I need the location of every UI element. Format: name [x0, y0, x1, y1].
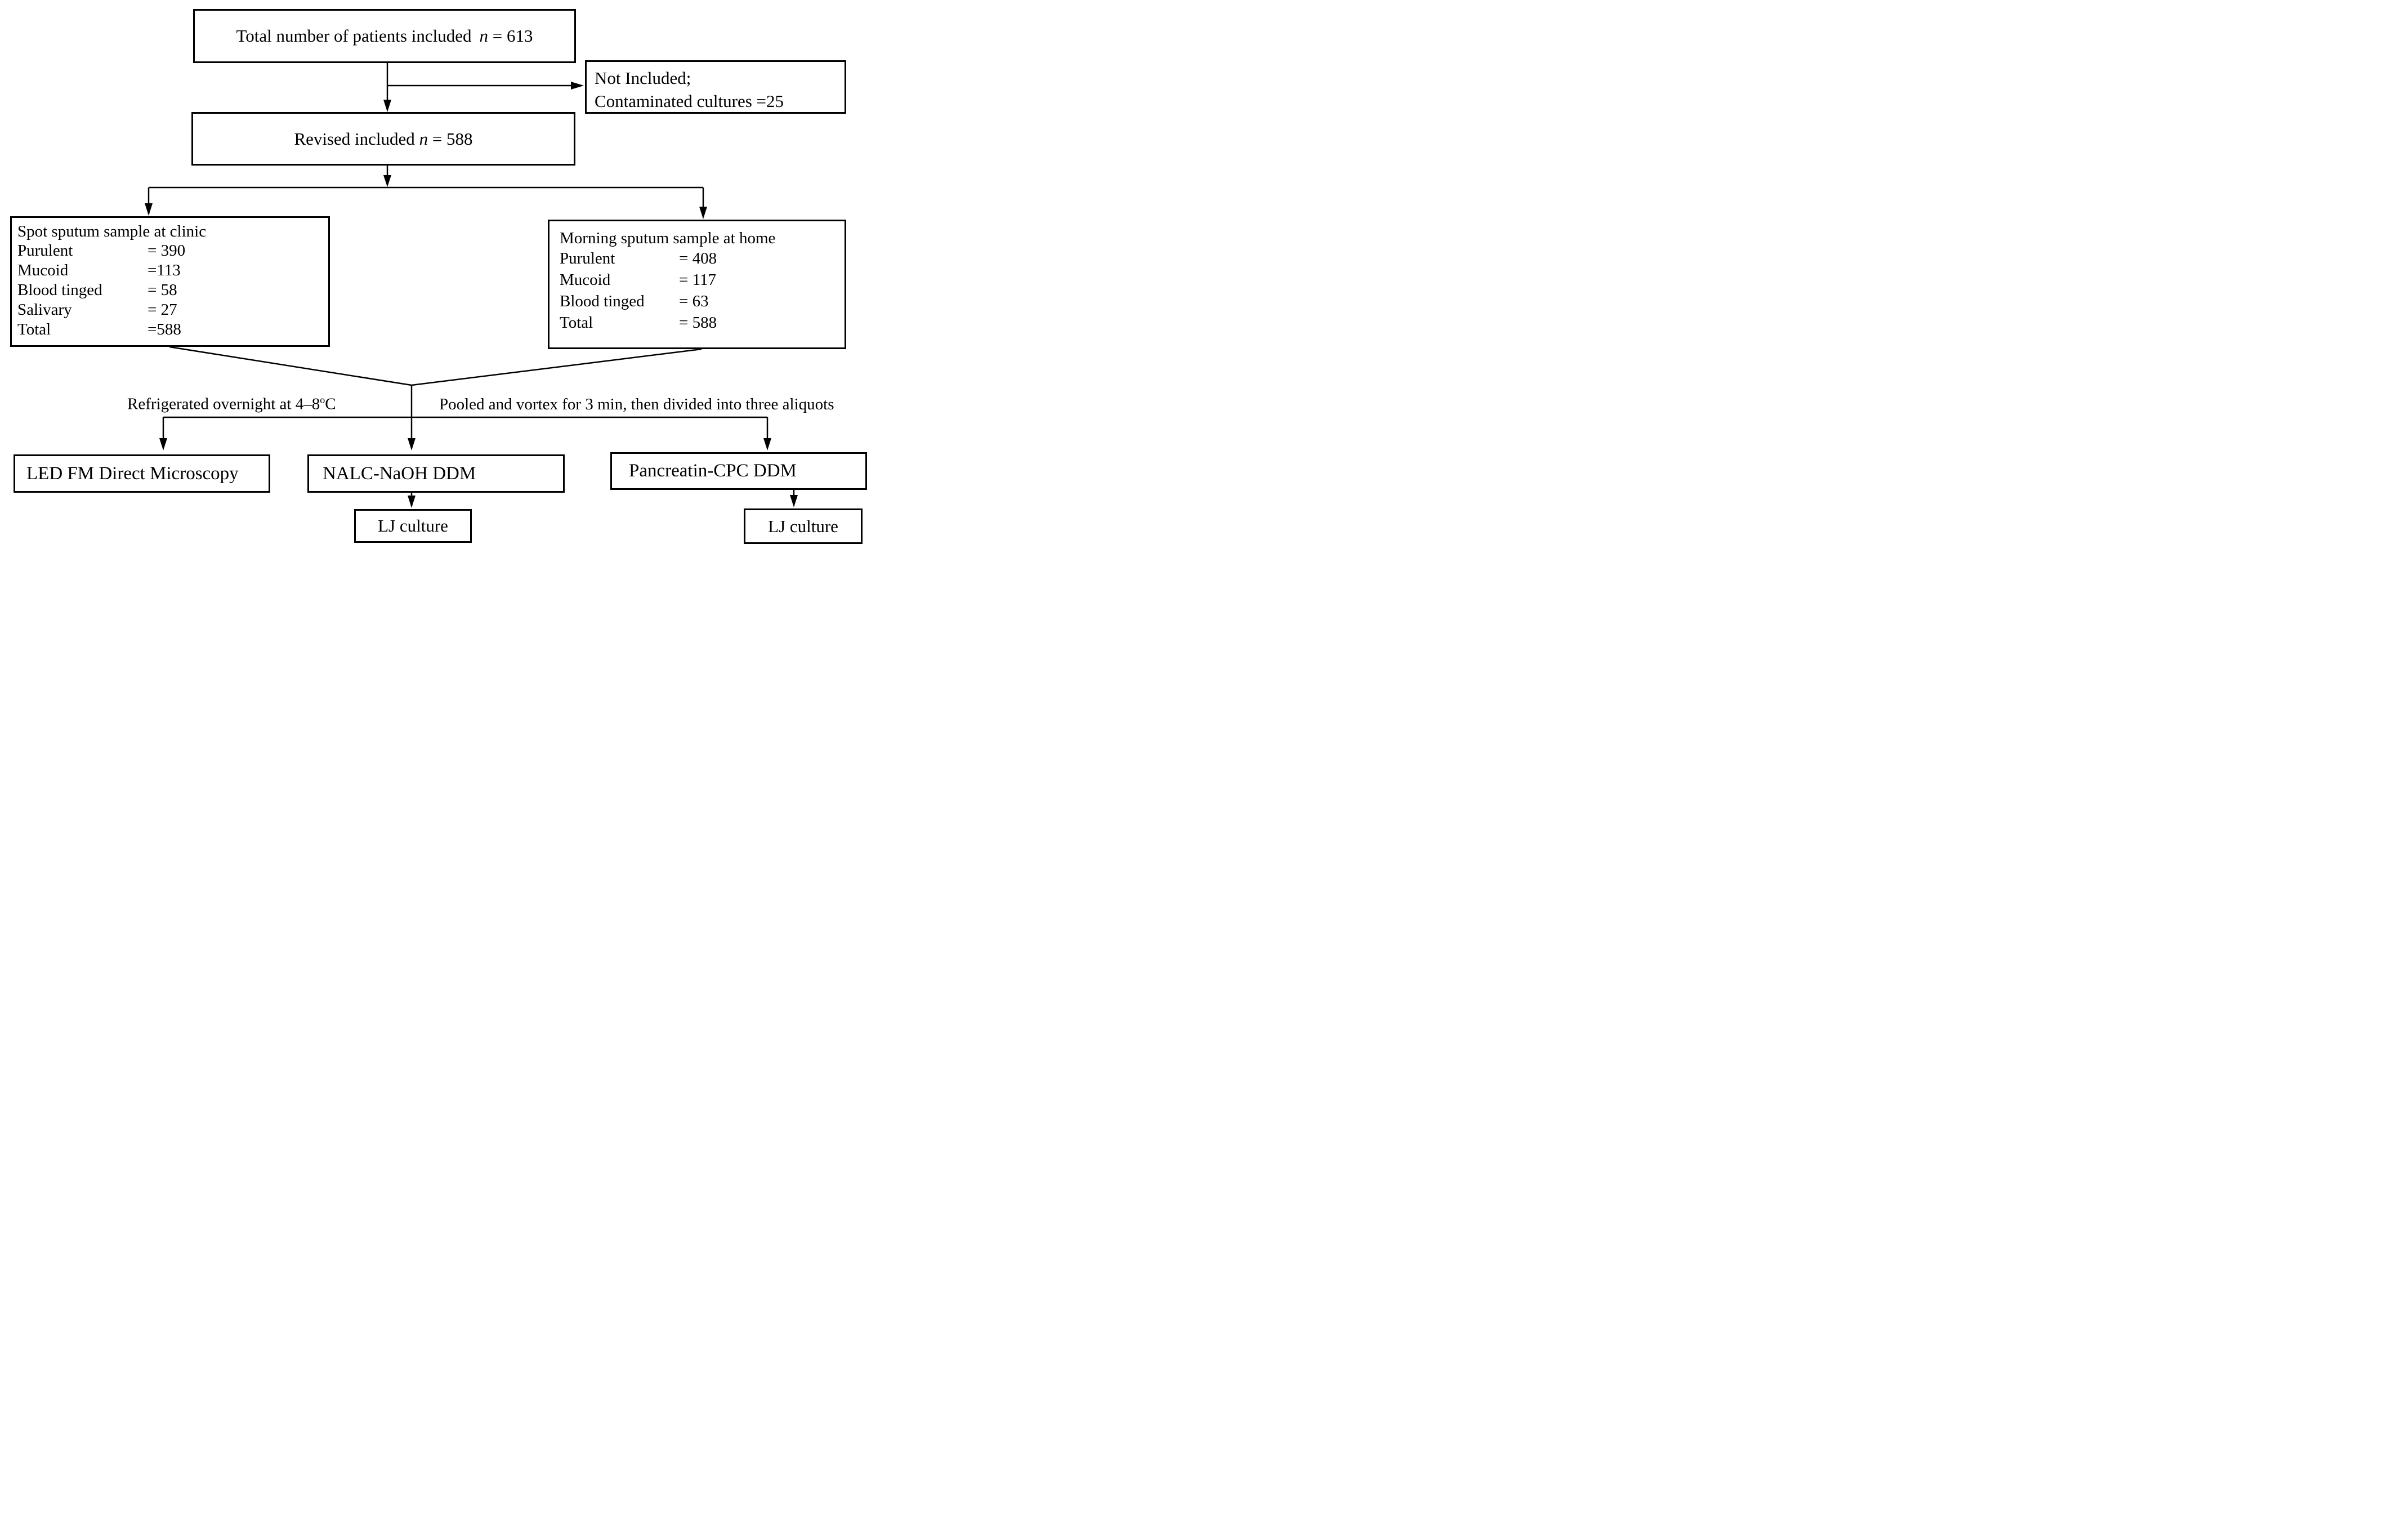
- refrigerated-label: Refrigerated overnight at 4–8oC: [127, 394, 336, 414]
- total-patients-text: Total number of patients included: [236, 26, 472, 46]
- flowchart-canvas: Total number of patients included n = 613…: [0, 0, 883, 556]
- arrowhead-into-pancreatin: [763, 438, 771, 450]
- sample-row: Blood tinged = 63: [549, 291, 845, 312]
- pancreatin-cpc-box: Pancreatin-CPC DDM: [610, 452, 867, 490]
- row-value: = 117: [679, 271, 717, 289]
- connector-layer: [145, 63, 798, 508]
- arrowhead-into-right-sample: [699, 207, 707, 219]
- lj-culture-mid-label: LJ culture: [378, 516, 448, 536]
- arrowhead-into-led: [159, 438, 167, 450]
- not-included-box: Not Included; Contaminated cultures =25: [585, 60, 846, 114]
- row-label: Mucoid: [560, 271, 611, 289]
- not-included-line2: Contaminated cultures =25: [595, 91, 784, 111]
- row-value: =113: [148, 261, 181, 279]
- sample-row: Purulent = 408: [549, 248, 845, 269]
- revised-value: = 588: [428, 128, 473, 149]
- arrowhead-into-nalc: [408, 438, 416, 450]
- revised-n: n: [419, 128, 428, 149]
- row-label: Mucoid: [17, 261, 69, 279]
- total-patients-box: Total number of patients included n = 613: [193, 9, 576, 63]
- sample-row: Blood tinged = 58: [12, 280, 328, 300]
- row-label: Purulent: [560, 249, 615, 267]
- row-label: Salivary: [17, 301, 72, 319]
- sample-row: Total =588: [12, 320, 328, 340]
- pancreatin-cpc-label: Pancreatin-CPC DDM: [629, 461, 797, 481]
- row-value: = 408: [679, 249, 717, 267]
- refrigerated-unit: C: [325, 395, 336, 413]
- spot-sputum-box: Spot sputum sample at clinic Purulent = 3…: [10, 216, 330, 347]
- row-value: = 58: [148, 281, 177, 299]
- sample-row: Salivary = 27: [12, 300, 328, 320]
- pooled-vortex-label: Pooled and vortex for 3 min, then divide…: [439, 395, 834, 413]
- sample-row: Mucoid = 117: [549, 269, 845, 291]
- led-fm-box: LED FM Direct Microscopy: [14, 454, 270, 493]
- spot-sputum-title: Spot sputum sample at clinic: [17, 222, 207, 240]
- total-patients-value: = 613: [488, 26, 533, 46]
- refrigerated-text: Refrigerated overnight at 4–8: [127, 395, 320, 413]
- row-label: Blood tinged: [560, 292, 645, 310]
- row-value: = 27: [148, 301, 177, 319]
- not-included-line1: Not Included;: [595, 68, 691, 88]
- revised-included-box: Revised included n = 588: [191, 112, 575, 166]
- refrigerated-degree: o: [320, 394, 325, 405]
- morning-sputum-title: Morning sputum sample at home: [560, 229, 776, 247]
- total-patients-n: n: [479, 26, 488, 46]
- lj-culture-mid-box: LJ culture: [354, 509, 472, 543]
- row-label: Total: [560, 314, 593, 332]
- sample-row: Total = 588: [549, 312, 845, 333]
- sample-row: Mucoid =113: [12, 261, 328, 280]
- sample-row: Purulent = 390: [12, 241, 328, 261]
- arrowhead-into-revised: [383, 100, 391, 112]
- row-value: =588: [148, 320, 181, 338]
- lj-culture-right-box: LJ culture: [744, 508, 863, 544]
- arrowhead-into-left-sample: [145, 203, 153, 216]
- lj-culture-right-label: LJ culture: [768, 516, 838, 536]
- row-label: Purulent: [17, 242, 73, 260]
- arrowhead-into-lj-mid: [408, 496, 416, 508]
- arrowhead-into-lj-right: [790, 495, 798, 507]
- arrowhead-into-not-included: [571, 82, 584, 90]
- line-right-diagonal: [411, 348, 702, 386]
- line-left-diagonal: [169, 346, 412, 386]
- arrowhead-onto-split-rule: [383, 175, 391, 187]
- row-label: Total: [17, 320, 51, 338]
- nalc-naoh-label: NALC-NaOH DDM: [323, 463, 476, 484]
- led-fm-label: LED FM Direct Microscopy: [26, 463, 239, 484]
- row-value: = 390: [148, 242, 186, 260]
- row-value: = 588: [679, 314, 717, 332]
- row-value: = 63: [679, 292, 709, 310]
- morning-sputum-box: Morning sputum sample at home Purulent = …: [548, 220, 846, 349]
- nalc-naoh-box: NALC-NaOH DDM: [307, 454, 565, 493]
- row-label: Blood tinged: [17, 281, 102, 299]
- revised-text: Revised included: [294, 128, 419, 149]
